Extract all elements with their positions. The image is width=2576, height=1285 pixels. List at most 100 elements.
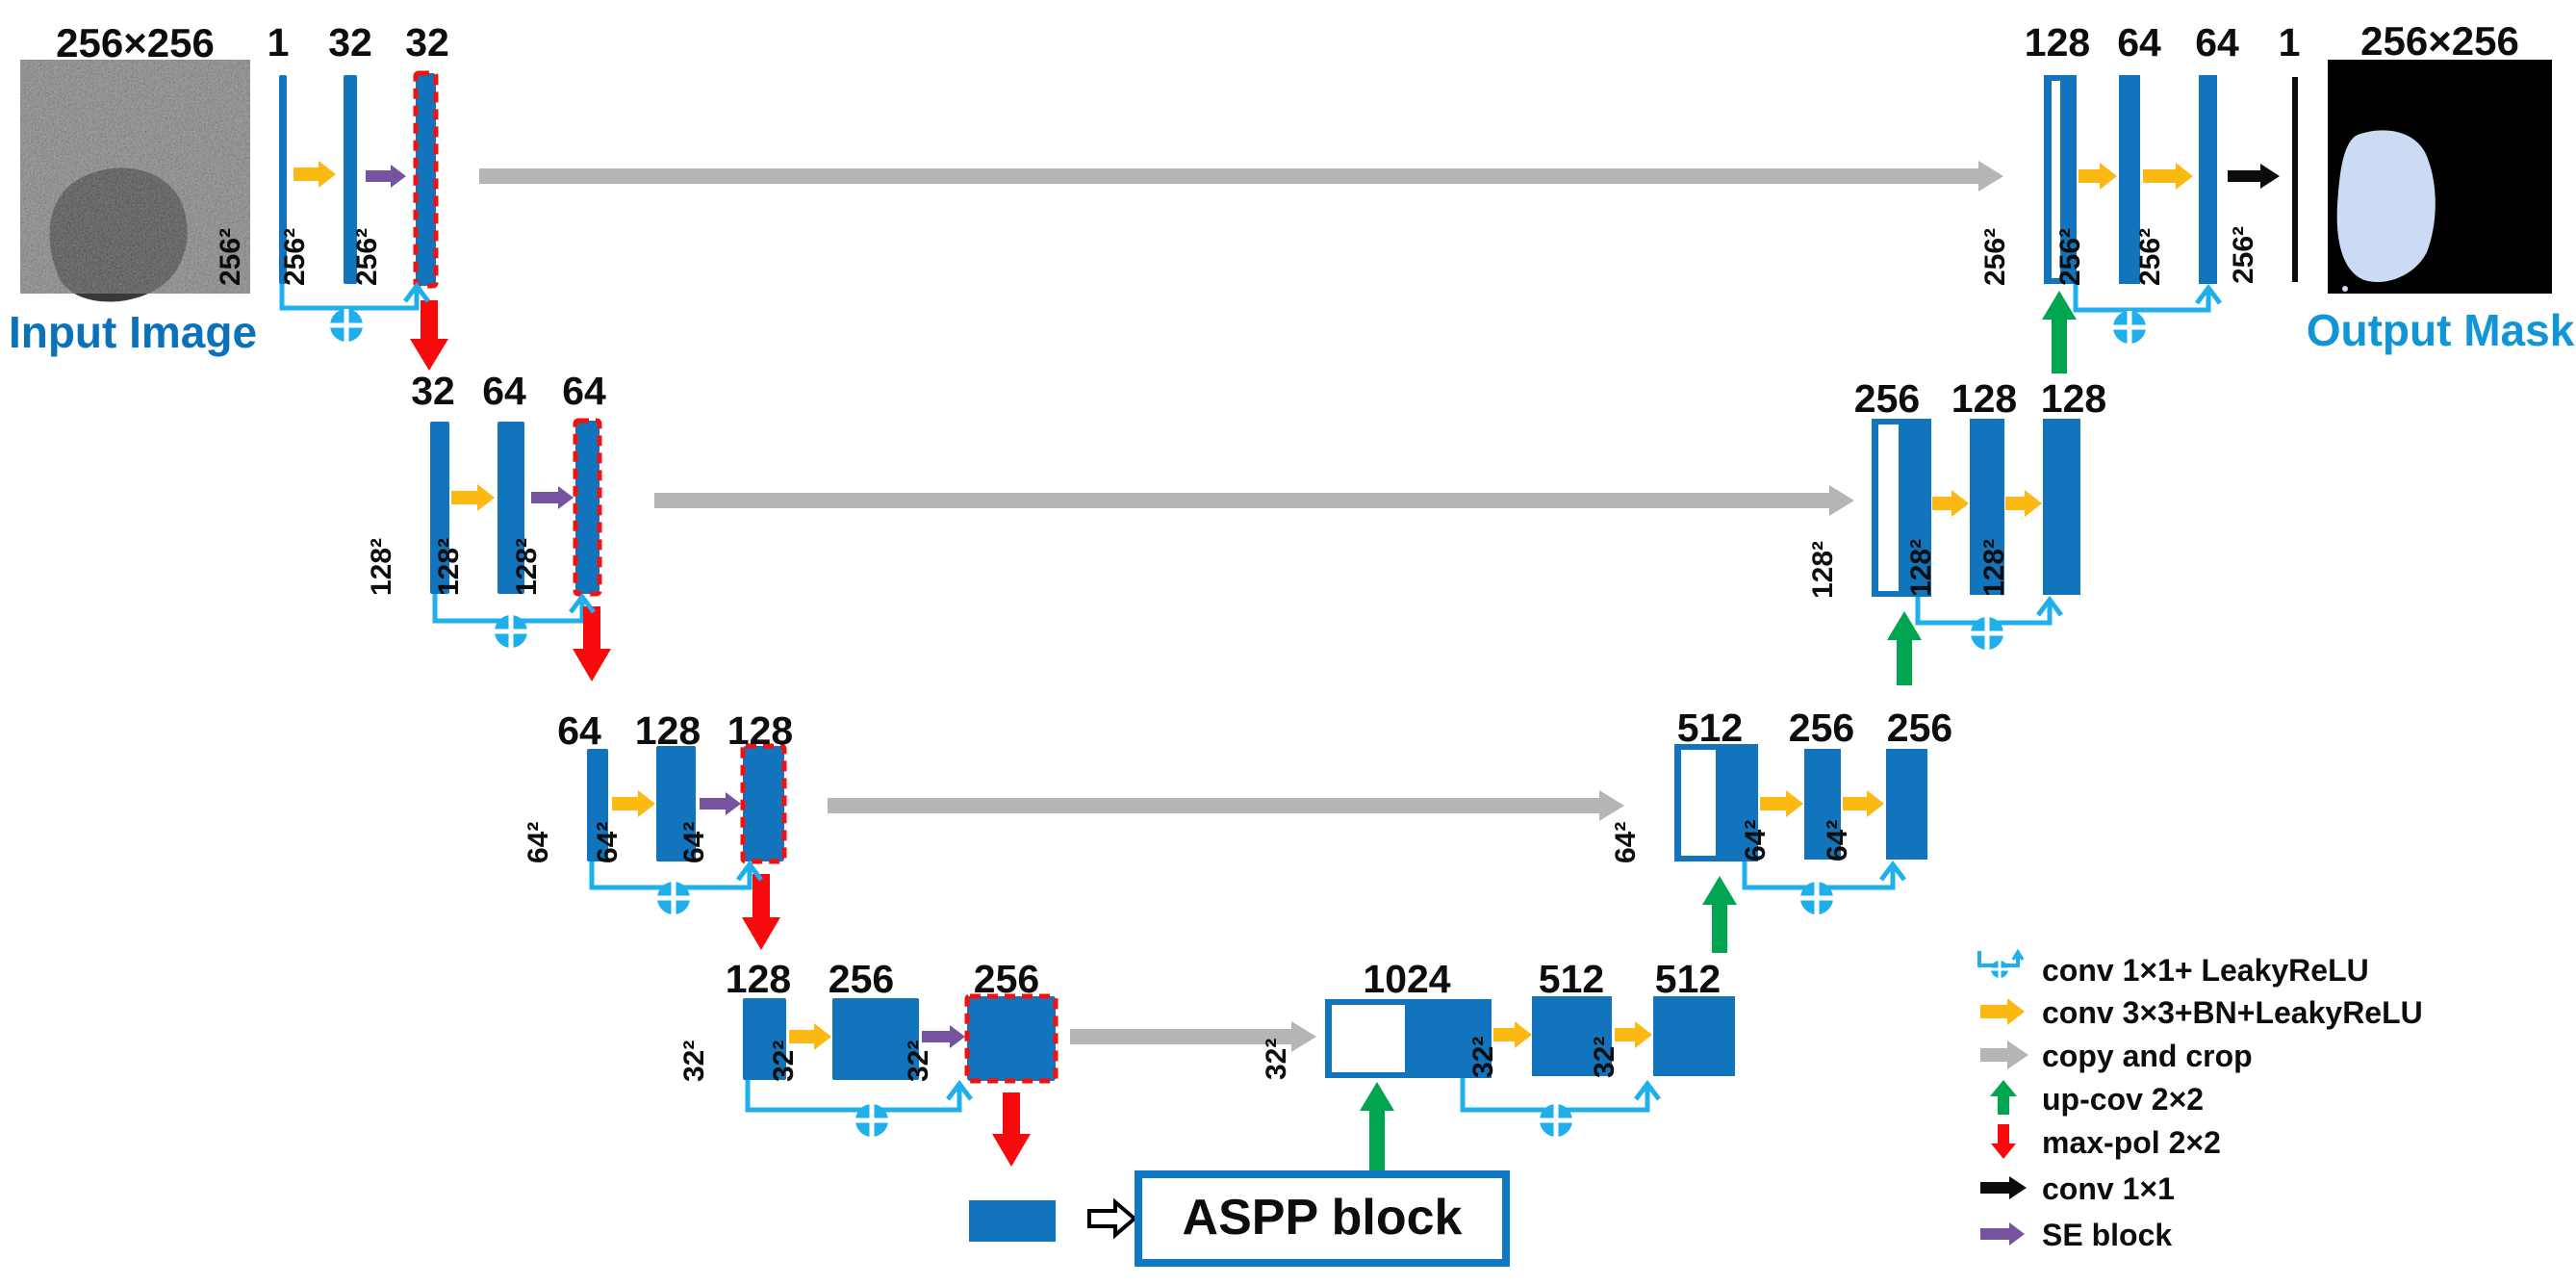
feature-resolution-label: 32² xyxy=(1589,1036,1620,1078)
conv-feature-bar xyxy=(344,75,357,284)
aspp-block-box xyxy=(1135,1170,1510,1267)
concat-node-icon xyxy=(1800,882,1833,914)
feature-resolution-label: 64² xyxy=(592,821,624,863)
conv1x1-output-arrow xyxy=(2228,164,2280,189)
upsampled-half xyxy=(1878,424,1899,591)
feature-resolution-label: 64² xyxy=(523,821,554,863)
up-conv-arrows xyxy=(1360,291,2077,1172)
output-mask-speck xyxy=(2342,286,2348,292)
se-output-bar xyxy=(413,70,439,289)
yellow-arrow-icon xyxy=(1980,998,2025,1025)
copy-crop-arrow xyxy=(479,161,2003,192)
channel-count-label: 64 xyxy=(482,369,526,413)
skip-connection-line xyxy=(2073,284,2211,313)
legend-item-label: max-pol 2×2 xyxy=(2042,1125,2221,1160)
channel-count-label: 128 xyxy=(2040,376,2107,421)
channel-count-label: 512 xyxy=(1676,706,1744,750)
channel-count-label: 512 xyxy=(1654,957,1722,1001)
max-pool-arrow xyxy=(410,300,448,371)
channel-count-label: 256 xyxy=(1788,706,1855,750)
channel-count-label: 32 xyxy=(411,369,455,413)
feature-resolution-label: 256² xyxy=(1979,227,2011,286)
copy-crop-arrows xyxy=(479,161,2003,1052)
concat-node-icon xyxy=(1540,1104,1572,1137)
skip-arrowhead-icon xyxy=(736,860,763,882)
output-size-label: 256×256 xyxy=(2360,18,2519,64)
gray-arrow-icon xyxy=(1980,1041,2028,1069)
output-mask-blob xyxy=(2336,130,2436,282)
copy-crop-arrow xyxy=(828,790,1624,821)
conv-feature-bar xyxy=(832,998,919,1080)
output-feature-line xyxy=(2292,77,2298,282)
feature-bars xyxy=(279,70,2217,1242)
feature-resolution-label: 256² xyxy=(279,227,311,286)
upsampled-half xyxy=(1681,750,1716,856)
skip-arrowhead-icon xyxy=(1634,1079,1661,1101)
channel-count-label: 64 xyxy=(557,708,601,753)
channel-count-label: 1024 xyxy=(1363,957,1451,1001)
conv-feature-bar xyxy=(1970,419,2004,595)
conv-feature-bar xyxy=(656,746,696,861)
skip-arrowhead-icon xyxy=(569,592,596,614)
channel-count-label: 128 xyxy=(725,957,792,1001)
feature-resolution-label: 256² xyxy=(2054,227,2086,286)
output-mask-image xyxy=(2328,60,2552,294)
upsampled-half xyxy=(2052,81,2060,278)
channel-count-label: 256 xyxy=(1886,706,1953,750)
channel-count-label: 256 xyxy=(828,957,895,1001)
up-conv-arrow xyxy=(1702,876,1737,953)
conv3x3-arrow xyxy=(612,790,655,817)
se-block-arrow xyxy=(366,165,406,188)
conv-feature-bar xyxy=(587,749,608,861)
feature-resolution-label: 256² xyxy=(2134,227,2166,286)
up-conv-arrow xyxy=(1360,1082,1394,1172)
output-mask-caption: Output Mask xyxy=(2306,305,2575,355)
feature-resolution-label: 32² xyxy=(1467,1036,1499,1078)
red-down-arrow-icon xyxy=(1991,1124,2016,1159)
conv3x3-arrow xyxy=(1932,490,1969,517)
conv-feature-bar xyxy=(2043,419,2080,595)
concat-nodes xyxy=(330,309,2146,1137)
legend-item-label: conv 1×1 xyxy=(2042,1171,2175,1206)
legend-item-label: copy and crop xyxy=(2042,1039,2253,1073)
conv-feature-bar xyxy=(1886,749,1927,860)
aspp-arrow-icon xyxy=(1087,1197,1138,1240)
legend-item-label: conv 1×1+ LeakyReLU xyxy=(2042,953,2369,988)
legend-item-label: conv 3×3+BN+LeakyReLU xyxy=(2042,995,2423,1030)
skip-connection-line xyxy=(745,1080,962,1113)
se-block-arrows xyxy=(366,165,965,1048)
feature-resolution-label: 128² xyxy=(1978,538,2010,597)
se-output-bar xyxy=(740,743,787,864)
black-arrow-icon xyxy=(1980,1176,2027,1199)
conv3x3-arrow xyxy=(1615,1021,1652,1048)
se-block-arrow xyxy=(922,1025,965,1048)
conv-feature-bar xyxy=(743,998,786,1080)
channel-count-label: 32 xyxy=(328,20,372,64)
up-conv-arrow xyxy=(1887,611,1922,685)
concat-node-icon xyxy=(855,1104,888,1137)
feature-resolution-label: 128² xyxy=(1807,540,1839,599)
channel-count-label: 512 xyxy=(1538,957,1605,1001)
channel-count-label: 64 xyxy=(562,369,606,413)
feature-resolution-label: 64² xyxy=(678,821,710,863)
copy-crop-arrow xyxy=(1070,1021,1316,1052)
skip-concat-icon xyxy=(1977,948,2025,978)
skip-arrowhead-icon xyxy=(2195,283,2222,305)
conv-feature-bar xyxy=(1804,749,1841,860)
se-output-bar xyxy=(573,418,602,597)
conv-feature-bar xyxy=(2119,75,2140,284)
conv3x3-arrow xyxy=(1843,790,1884,817)
concat-node-icon xyxy=(2113,311,2146,344)
channel-count-label: 128 xyxy=(2024,20,2091,64)
max-pool-arrow xyxy=(573,606,611,681)
skip-arrowhead-icon xyxy=(1879,860,1906,882)
feature-resolution-label: 32² xyxy=(768,1040,800,1082)
concat-node-icon xyxy=(330,309,363,342)
feature-resolution-label: 64² xyxy=(1610,821,1642,863)
conv-feature-bar xyxy=(279,75,287,284)
skip-arrowheads xyxy=(403,281,2222,1101)
conv3x3-arrow xyxy=(789,1023,831,1050)
max-pool-arrows xyxy=(410,300,1031,1167)
channel-count-label: 128 xyxy=(634,708,701,753)
feature-resolution-label: 256² xyxy=(215,227,246,286)
